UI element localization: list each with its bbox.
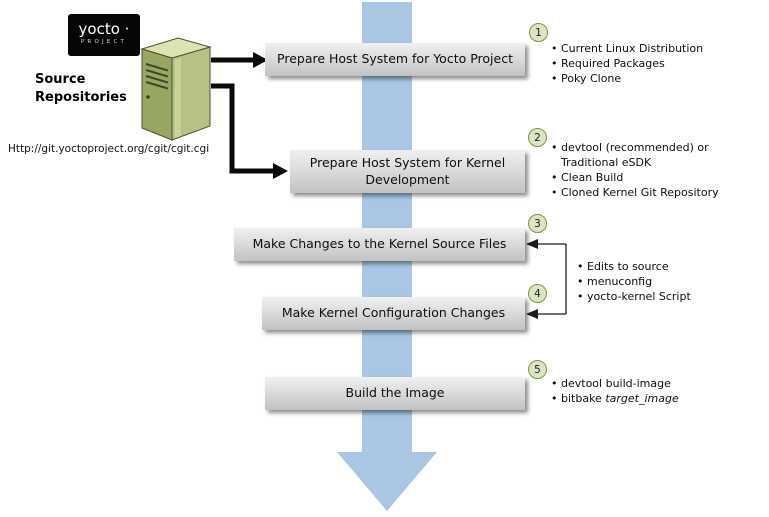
notes-step5: devtool build-image bitbake target_image: [550, 376, 679, 406]
flow-box-5: Build the Image: [265, 377, 525, 410]
step-badge-3: 3: [528, 214, 547, 233]
note-item: Current Linux Distribution: [550, 41, 703, 56]
step-badge-4: 4: [528, 284, 547, 303]
server-icon: [140, 37, 212, 141]
yocto-logo-subtitle: PROJECT: [80, 39, 128, 45]
bitbake-command: bitbake: [561, 392, 602, 405]
yocto-logo-title: yocto ·: [78, 20, 130, 38]
note-item: menuconfig: [576, 274, 691, 289]
notes-step1: Current Linux Distribution Required Pack…: [550, 41, 703, 86]
note-item: bitbake target_image: [550, 391, 679, 406]
bitbake-target-arg: target_image: [605, 392, 679, 405]
note-item: devtool build-image: [550, 376, 679, 391]
yocto-logo: yocto · PROJECT: [68, 14, 140, 56]
step-badge-2: 2: [528, 128, 547, 147]
flow-box-2: Prepare Host System for Kernel Developme…: [290, 150, 525, 193]
repo-url: Http://git.yoctoproject.org/cgit/cgit.cg…: [8, 143, 210, 155]
notes-step2: devtool (recommended) or Traditional eSD…: [550, 140, 719, 200]
flow-box-3: Make Changes to the Kernel Source Files: [234, 228, 525, 261]
bracket-arrowhead-box3: [526, 239, 538, 249]
source-repositories-label: Source Repositories: [35, 72, 127, 105]
note-item: Required Packages: [550, 56, 703, 71]
arrow-to-step2-head: [273, 163, 288, 179]
notes-steps3-4: Edits to source menuconfig yocto-kernel …: [576, 259, 691, 304]
note-item-continuation: Traditional eSDK: [561, 156, 652, 169]
arrow-to-step2: [211, 83, 273, 174]
flow-box-4: Make Kernel Configuration Changes: [262, 297, 525, 330]
step-badge-1: 1: [529, 23, 548, 42]
step-badge-5: 5: [528, 360, 547, 379]
note-item: Poky Clone: [550, 71, 703, 86]
note-item: devtool (recommended) or: [550, 140, 719, 155]
note-item: Clean Build: [550, 170, 719, 185]
bracket-arrowhead-box4: [526, 309, 538, 319]
note-item: yocto-kernel Script: [576, 289, 691, 304]
note-item: Edits to source: [576, 259, 691, 274]
arrow-to-step1-head: [253, 52, 268, 68]
flow-box-1: Prepare Host System for Yocto Project: [265, 43, 525, 76]
note-item: Cloned Kernel Git Repository: [550, 185, 719, 200]
